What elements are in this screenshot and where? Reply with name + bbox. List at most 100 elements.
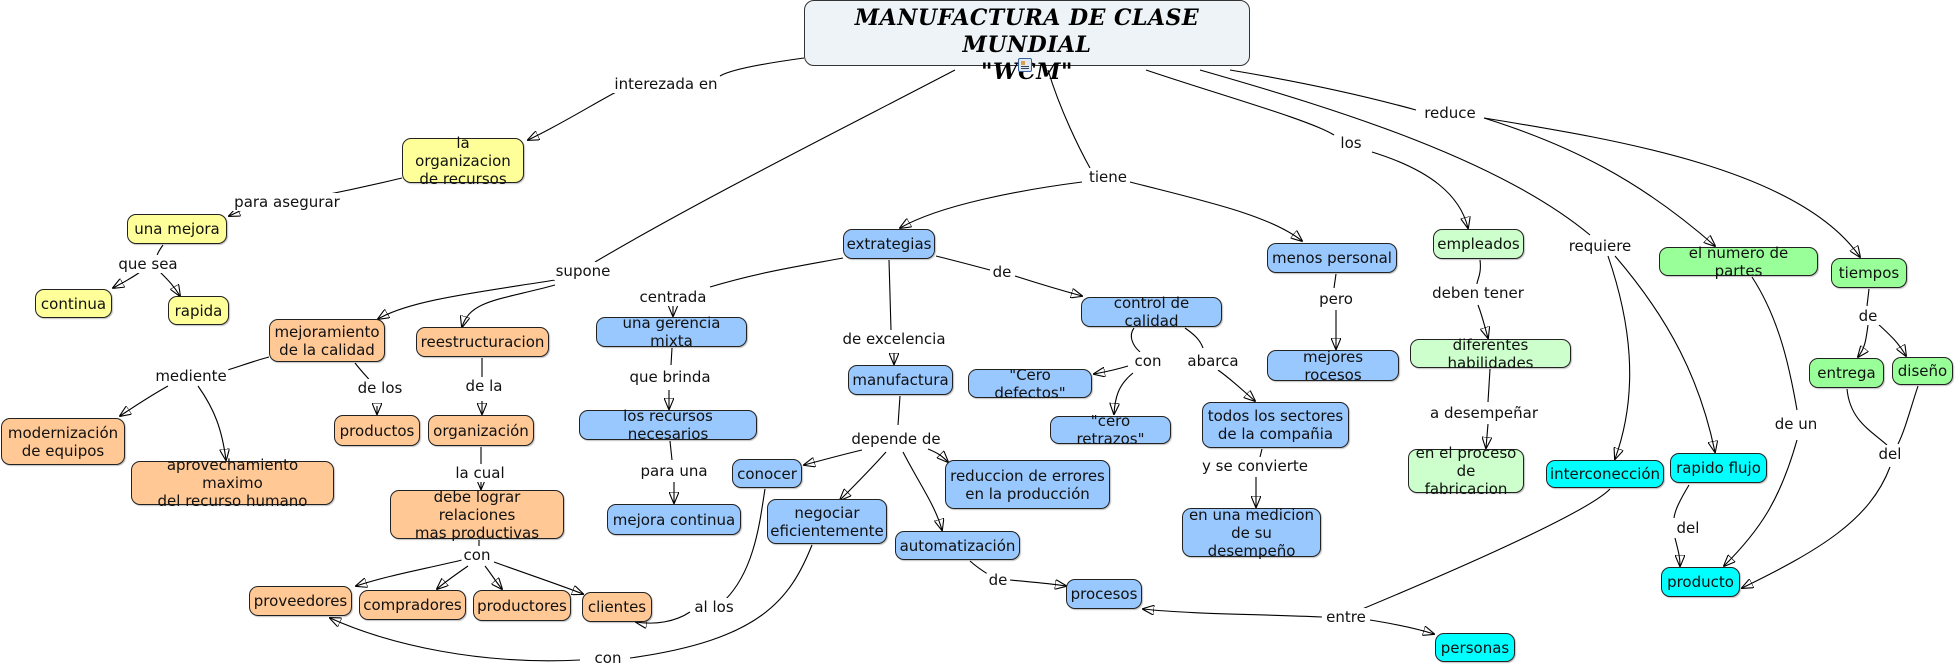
link-line [1184, 327, 1204, 349]
link-line [1259, 448, 1263, 458]
concept-node[interactable]: productores [473, 590, 571, 621]
link-line [197, 385, 226, 460]
link-label: de [990, 263, 1014, 281]
concept-node[interactable]: interconección [1546, 460, 1664, 488]
title-line-1: MANUFACTURA DE CLASE MUNDIAL [854, 5, 1200, 58]
concept-node[interactable]: compradores [359, 590, 466, 620]
concept-node[interactable]: rapido flujo [1670, 453, 1767, 483]
link-line [1114, 372, 1134, 414]
concept-node[interactable]: procesos [1066, 579, 1142, 609]
link-line [1371, 151, 1468, 228]
concept-node[interactable]: en el proceso de fabricacion [1408, 444, 1524, 498]
link-line [709, 257, 844, 288]
link-line [1199, 69, 1591, 236]
concept-node[interactable]: proveedores [249, 586, 352, 616]
concept-node[interactable]: extrategias [843, 229, 935, 259]
link-line [1483, 117, 1860, 257]
link-label: pero [1317, 290, 1355, 308]
link-line [888, 259, 892, 331]
concept-node[interactable]: debe lograr relaciones mas productivas [390, 488, 564, 542]
link-line [1876, 322, 1906, 356]
link-label: tiene [1086, 168, 1130, 186]
link-line [1094, 365, 1129, 374]
link-label: de un [1772, 415, 1820, 433]
concept-node[interactable]: productos [334, 415, 420, 446]
link-line [900, 181, 1083, 228]
link-line [1129, 181, 1302, 241]
link-line [1354, 488, 1611, 613]
concept-node[interactable]: entrega [1809, 358, 1884, 388]
concept-node[interactable]: continua [35, 289, 112, 318]
concept-node[interactable]: negociar eficientemente [767, 499, 887, 544]
concept-node[interactable]: reestructuracion [416, 327, 549, 357]
link-line [1143, 609, 1323, 618]
concept-node[interactable]: menos personal [1267, 243, 1397, 273]
concept-node[interactable]: control de calidad [1081, 294, 1222, 330]
link-line [629, 544, 813, 659]
link-label: con [1132, 352, 1164, 370]
concept-node[interactable]: mejoramiento de la calidad [269, 319, 385, 362]
concept-node[interactable]: aprovechamiento maximo del recurso human… [131, 456, 334, 510]
link-label: interezada en [612, 75, 720, 93]
concept-node[interactable]: producto [1661, 567, 1740, 597]
concept-node[interactable]: empleados [1433, 229, 1524, 259]
concept-node[interactable]: diseño [1892, 357, 1953, 385]
link-line [378, 279, 556, 319]
concept-node[interactable]: una mejora [127, 214, 227, 244]
link-line [719, 57, 805, 77]
link-line [1369, 619, 1434, 634]
link-label: deben tener [1430, 284, 1526, 302]
concept-node[interactable]: organización [428, 415, 534, 446]
link-label: reduce [1422, 104, 1478, 122]
concept-node[interactable]: tiempos [1831, 258, 1907, 288]
document-icon[interactable] [1018, 58, 1032, 72]
link-line [1014, 275, 1082, 296]
link-label: de [986, 571, 1010, 589]
link-label: abarca [1185, 352, 1241, 370]
concept-node[interactable]: automatización [895, 531, 1020, 560]
concept-node[interactable]: manufactura [848, 365, 953, 395]
concept-node[interactable]: los recursos necesarios [579, 407, 757, 443]
main-concept-title[interactable]: MANUFACTURA DE CLASE MUNDIAL "WCM" [804, 0, 1250, 85]
concept-node[interactable]: en una medicion de su desempeño [1182, 506, 1321, 560]
link-label: supone [553, 262, 613, 280]
concept-node[interactable]: modernización de equipos [1, 418, 125, 465]
concept-node[interactable]: diferentes habilidades [1410, 336, 1571, 372]
link-line [1217, 369, 1255, 401]
link-label: y se convierte [1200, 457, 1310, 475]
link-label: con [461, 546, 493, 564]
link-line [1674, 537, 1680, 566]
concept-node[interactable]: "Cero defectos" [968, 366, 1092, 402]
concept-node[interactable]: clientes [582, 592, 652, 622]
concept-node[interactable]: rapida [168, 296, 229, 325]
link-line [1145, 69, 1335, 136]
concept-node[interactable]: mejora continua [607, 504, 741, 535]
link-line [594, 69, 956, 263]
concept-node[interactable]: mejores rocesos [1267, 348, 1399, 384]
concept-node[interactable]: conocer [732, 459, 802, 488]
link-label: mediente [153, 367, 229, 385]
link-line [1673, 484, 1690, 519]
concept-node[interactable]: el numero de partes [1659, 244, 1818, 280]
concept-node[interactable]: reduccion de errores en la producción [945, 460, 1110, 509]
link-line [462, 284, 556, 327]
link-line [1333, 273, 1337, 289]
link-line [113, 271, 141, 288]
link-line [1487, 368, 1491, 403]
link-line [1009, 579, 1066, 586]
link-line [1866, 288, 1870, 307]
link-line [484, 565, 502, 589]
link-line [330, 618, 581, 662]
concept-node[interactable]: "cero retrazos" [1050, 412, 1171, 448]
link-label: de la [463, 377, 505, 395]
concept-node[interactable]: una gerencia mixta [596, 314, 747, 350]
link-line [1607, 255, 1631, 459]
link-label: a desempeñar [1428, 404, 1540, 422]
concept-node[interactable]: la organizacion de recursos [402, 134, 524, 188]
link-line [935, 255, 991, 271]
concept-node[interactable]: todos los sectores de la compañia [1202, 402, 1349, 448]
link-line [1858, 324, 1868, 357]
link-line [840, 451, 887, 500]
concept-node[interactable]: personas [1435, 633, 1515, 662]
